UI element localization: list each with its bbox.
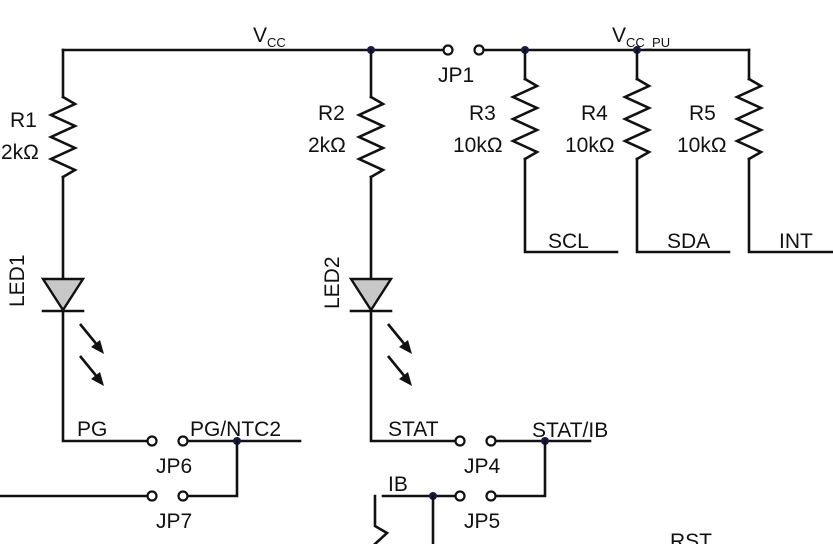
pg-net-label: PG [77,418,107,441]
r2-resistor [355,95,387,179]
led1-diode-triangle [40,277,86,313]
r1-ref-label: R1 [10,109,37,132]
int-net-label: INT [779,230,813,253]
led1-arrowhead-1 [91,340,104,354]
vcc-pu-label: VCC_PU [612,24,670,50]
led2-arrowhead-1 [399,340,412,354]
r5-value-label: 10kΩ [677,134,727,157]
led2-light-arrow-2 [386,355,408,379]
led1-arrowhead-2 [91,372,104,386]
r5-ref-label: R5 [689,102,716,125]
scl-net-label: SCL [548,230,589,253]
stat-wire [369,309,458,443]
r1-resistor [47,95,79,179]
led1-light-arrow-1 [78,323,100,347]
r5-resistor [733,77,765,161]
stat-net-label: STAT [388,418,439,441]
pg-ntc2-net-label: PG/NTC2 [190,418,281,441]
jp1-label: JP1 [438,64,474,87]
r2-value-label: 2kΩ [308,134,346,157]
jp6-pin-b [177,435,189,447]
int-wire [747,157,833,254]
led2-label: LED2 [321,256,344,309]
pg-wire [61,309,150,443]
jp6-label: JP6 [156,455,192,478]
led2-arrowhead-2 [399,372,412,386]
r4-ref-label: R4 [581,102,608,125]
jp4-pin-a [454,435,466,447]
jp7-pin-a [146,490,158,502]
jp7-label: JP7 [156,510,192,533]
led2-light-arrow-1 [386,323,408,347]
ib-net-label: IB [388,473,408,496]
jp4-label: JP4 [464,455,501,478]
led2-diode-triangle [348,277,394,313]
jp6-pin-a [146,435,158,447]
r4-resistor [621,77,653,161]
stat-ib-net-label: STAT/IB [532,419,608,442]
sda-net-label: SDA [667,230,710,253]
r3-resistor [509,77,541,161]
ib-resistor-partial [373,494,390,544]
led1-light-arrow-2 [78,355,100,379]
jp4-pin-b [485,435,497,447]
jp5-return-wire [494,439,547,498]
jp5-pin-a [454,490,466,502]
jp5-pin-b [485,490,497,502]
r1-value-label: 2kΩ [1,141,39,164]
jp1-pin-b [473,44,485,56]
r3-ref-label: R3 [469,102,496,125]
vcc-label: VCC [253,24,286,50]
jp1-pin-a [442,44,454,56]
scl-wire [523,157,619,254]
jp7-pin-b [177,490,189,502]
led1-label: LED1 [6,254,29,307]
r4-value-label: 10kΩ [565,134,615,157]
r2-ref-label: R2 [318,102,345,125]
sda-wire [635,157,731,254]
r3-value-label: 10kΩ [453,134,503,157]
rst-net-label: RST [670,530,712,544]
jp5-label: JP5 [464,510,500,533]
jp7-return-wire [186,439,239,498]
